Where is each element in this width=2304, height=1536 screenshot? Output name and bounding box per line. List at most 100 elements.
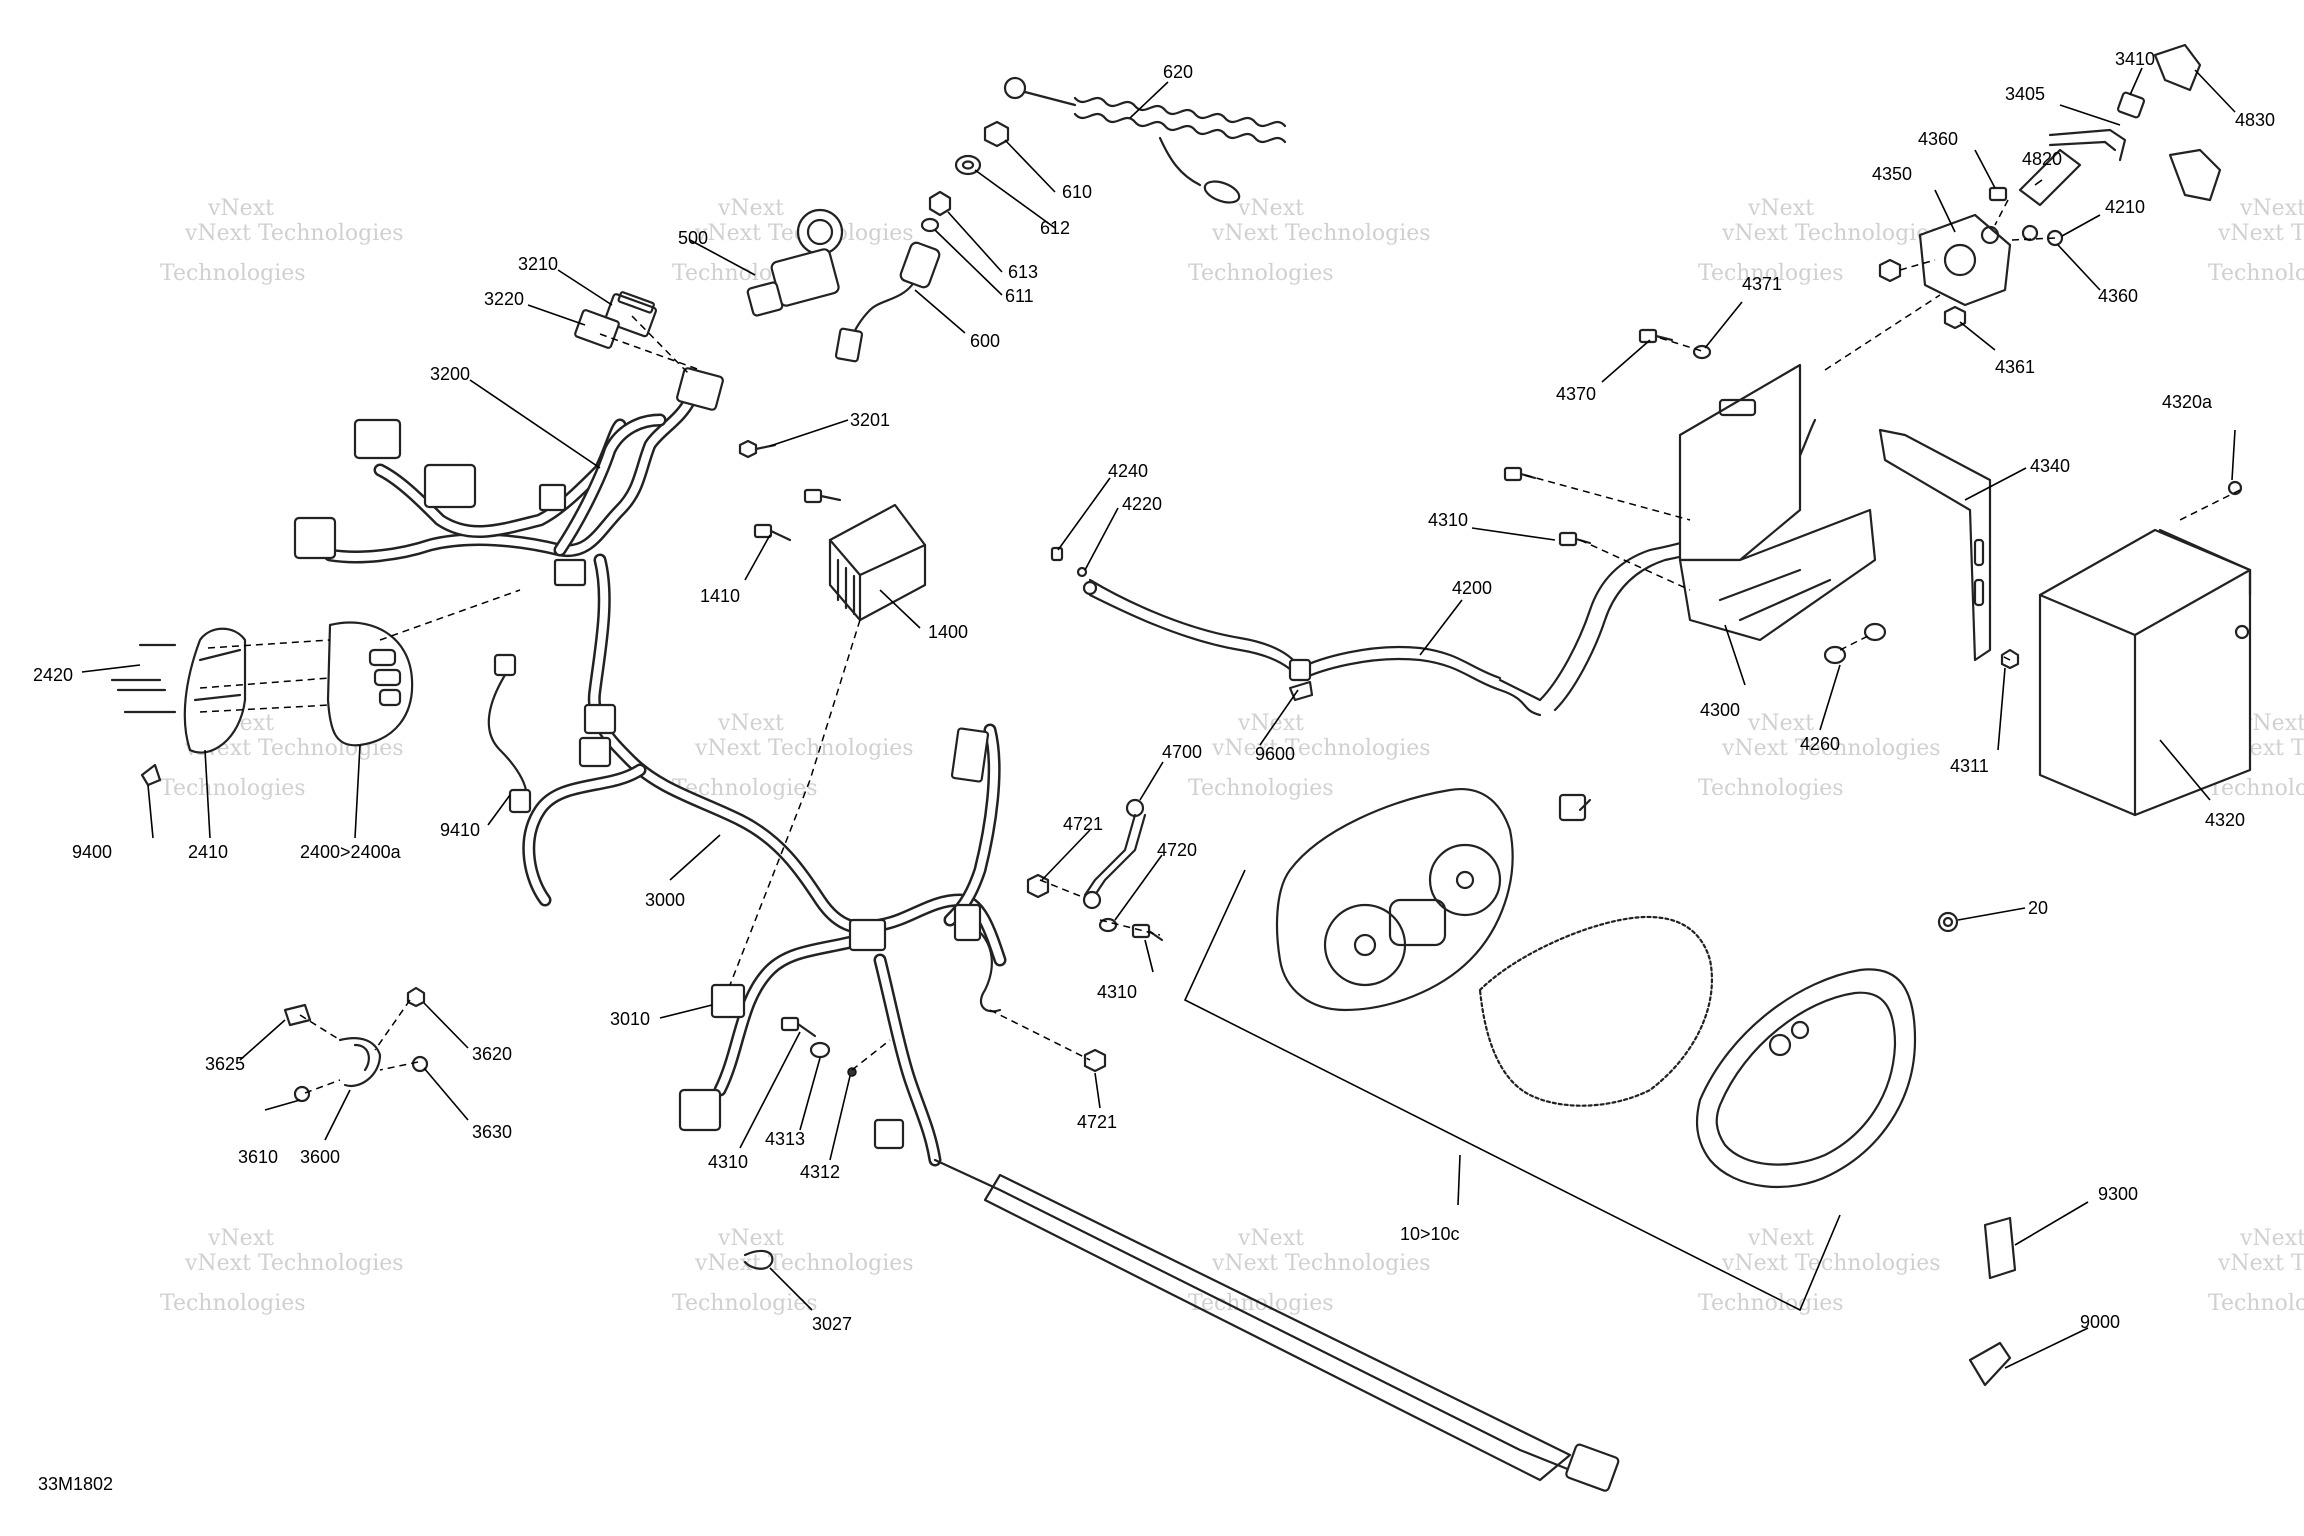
- svg-text:vNext: vNext: [1237, 711, 1304, 736]
- callout-4200: 4200: [1452, 578, 1492, 598]
- gasket-9300-part: [1983, 1216, 2017, 1280]
- battery-tray-part: [1678, 363, 1877, 642]
- svg-text:Technologies: Technologies: [1698, 776, 1844, 801]
- svg-text:Technologies: Technologies: [2208, 1291, 2304, 1316]
- leader-lines: [81, 67, 2236, 1369]
- callout-20: 20: [2028, 898, 2048, 918]
- svg-text:vNext: vNext: [207, 1226, 274, 1251]
- callout-9400: 9400: [72, 842, 112, 862]
- callout-4720: 4720: [1157, 840, 1197, 860]
- callout-4360: 4360: [1918, 129, 1958, 149]
- bolt-4210-part: [2021, 224, 2064, 247]
- gasket-9000-part: [1968, 1341, 2012, 1387]
- callout-4210: 4210: [2105, 197, 2145, 217]
- callout-2400: 2400>2400a: [300, 842, 402, 862]
- nut-4721b-part: [1083, 1048, 1107, 1073]
- callout-4820: 4820: [2022, 149, 2062, 169]
- callout-2420: 2420: [33, 665, 73, 685]
- callout-4830: 4830: [2235, 110, 2275, 130]
- svg-text:vNext: vNext: [717, 196, 784, 221]
- callout-4310: 4310: [1428, 510, 1468, 530]
- ground-cable-part: [1082, 798, 1147, 910]
- watermark: vNext vNext Technologies Technologies: [1698, 711, 1941, 801]
- svg-text:vNext: vNext: [1747, 1226, 1814, 1251]
- svg-text:vNext: vNext: [1237, 196, 1304, 221]
- svg-text:Technologies: Technologies: [672, 1291, 818, 1316]
- callout-4310: 4310: [708, 1152, 748, 1172]
- handlebar-harness-part: [293, 367, 724, 587]
- bolt-set-part: [110, 643, 177, 714]
- washer-4371-part: [1692, 344, 1712, 360]
- nut-3630-part: [411, 1055, 429, 1073]
- svg-text:Technologies: Technologies: [1188, 261, 1334, 286]
- svg-text:vNext: vNext: [1237, 1226, 1304, 1251]
- svg-text:vNext: vNext: [717, 711, 784, 736]
- watermark: vNext vNext Technologies Technologies: [2208, 196, 2304, 286]
- callout-610: 610: [1062, 182, 1092, 202]
- watermark: vNext vNext Technologies Technologies: [672, 711, 914, 801]
- callout-4260: 4260: [1800, 734, 1840, 754]
- watermark: vNext vNext Technologies Technologies: [1188, 1226, 1431, 1316]
- callout-4310: 4310: [1097, 982, 1137, 1002]
- svg-text:vNext: vNext: [717, 1226, 784, 1251]
- washer-4720-part: [1098, 917, 1118, 933]
- module-bolt-part: [753, 523, 792, 542]
- callout-4320a: 4320a: [2162, 392, 2213, 412]
- bracket-3600-part: [338, 1037, 382, 1088]
- callout-3405: 3405: [2005, 84, 2045, 104]
- electronic-module-part: [828, 503, 927, 622]
- callout-1400: 1400: [928, 622, 968, 642]
- lock-washer-part: [293, 1085, 311, 1103]
- callout-3630: 3630: [472, 1122, 512, 1142]
- nut-4312-part: [847, 1067, 857, 1077]
- callout-4361: 4361: [1995, 357, 2035, 377]
- screw-4240-part: [1050, 546, 1064, 562]
- watermark: vNext vNext Technologies Technologies: [1698, 1226, 1941, 1316]
- battery-part: [2038, 528, 2252, 817]
- svg-text:Technologies: Technologies: [160, 776, 306, 801]
- cable-4820-part: [2018, 148, 2082, 207]
- watermark: vNext vNext Technologies Technologies: [1698, 196, 1941, 286]
- watermarks: vNext vNext Technologies Technologies vN…: [160, 196, 2304, 1316]
- watermark: vNext vNext Technologies Technologies: [1188, 711, 1431, 801]
- nut-part: [928, 190, 952, 217]
- callout-4350: 4350: [1872, 164, 1912, 184]
- svg-text:vNext Technologies: vNext Technologies: [1211, 221, 1431, 246]
- watermark: vNext vNext Technologies Technologies: [2208, 1226, 2304, 1316]
- callout-3620: 3620: [472, 1044, 512, 1064]
- svg-text:vNext: vNext: [1747, 196, 1814, 221]
- fuse-3410-part: [2116, 91, 2146, 119]
- watermark: vNext vNext Technologies Technologies: [160, 196, 404, 286]
- key-switch-part: [746, 208, 844, 317]
- svg-text:vNext Technologies: vNext Technologies: [1721, 736, 1941, 761]
- svg-text:Technologies: Technologies: [1698, 261, 1844, 286]
- svg-text:vNext Technologies: vNext Technologies: [1721, 1251, 1941, 1276]
- bolt-4310-part: [780, 1016, 817, 1038]
- svg-text:Technologies: Technologies: [160, 261, 306, 286]
- grommet-4260-part: [1823, 622, 1887, 665]
- svg-text:vNext: vNext: [2239, 196, 2304, 221]
- callout-4311: 4311: [1950, 756, 1989, 776]
- tether-nut-part: [983, 120, 1010, 148]
- callout-4371: 4371: [1742, 274, 1782, 294]
- svg-text:vNext Technologies: vNext Technologies: [1211, 1251, 1431, 1276]
- callout-500: 500: [678, 228, 708, 248]
- bolt-4311-part: [2000, 648, 2020, 670]
- callout-4340: 4340: [2030, 456, 2070, 476]
- washer-part: [954, 154, 982, 176]
- callout-3210: 3210: [518, 254, 558, 274]
- washer-4220-part: [1076, 566, 1088, 578]
- callout-4220: 4220: [1122, 494, 1162, 514]
- sensor-part: [487, 653, 532, 814]
- callout-9600: 9600: [1255, 744, 1295, 764]
- nut-4360-part: [1878, 258, 1902, 283]
- svg-text:vNext Technologies: vNext Technologies: [1721, 221, 1941, 246]
- harness-connector-part: [710, 983, 746, 1019]
- svg-text:Technologies: Technologies: [1188, 776, 1334, 801]
- nut-4361-part: [1943, 305, 1967, 330]
- callout-611: 611: [1005, 286, 1034, 306]
- explode-lines: [199, 199, 2241, 1094]
- callout-3600: 3600: [300, 1147, 340, 1167]
- callout-3220: 3220: [484, 289, 524, 309]
- nut-3620-part: [406, 986, 426, 1008]
